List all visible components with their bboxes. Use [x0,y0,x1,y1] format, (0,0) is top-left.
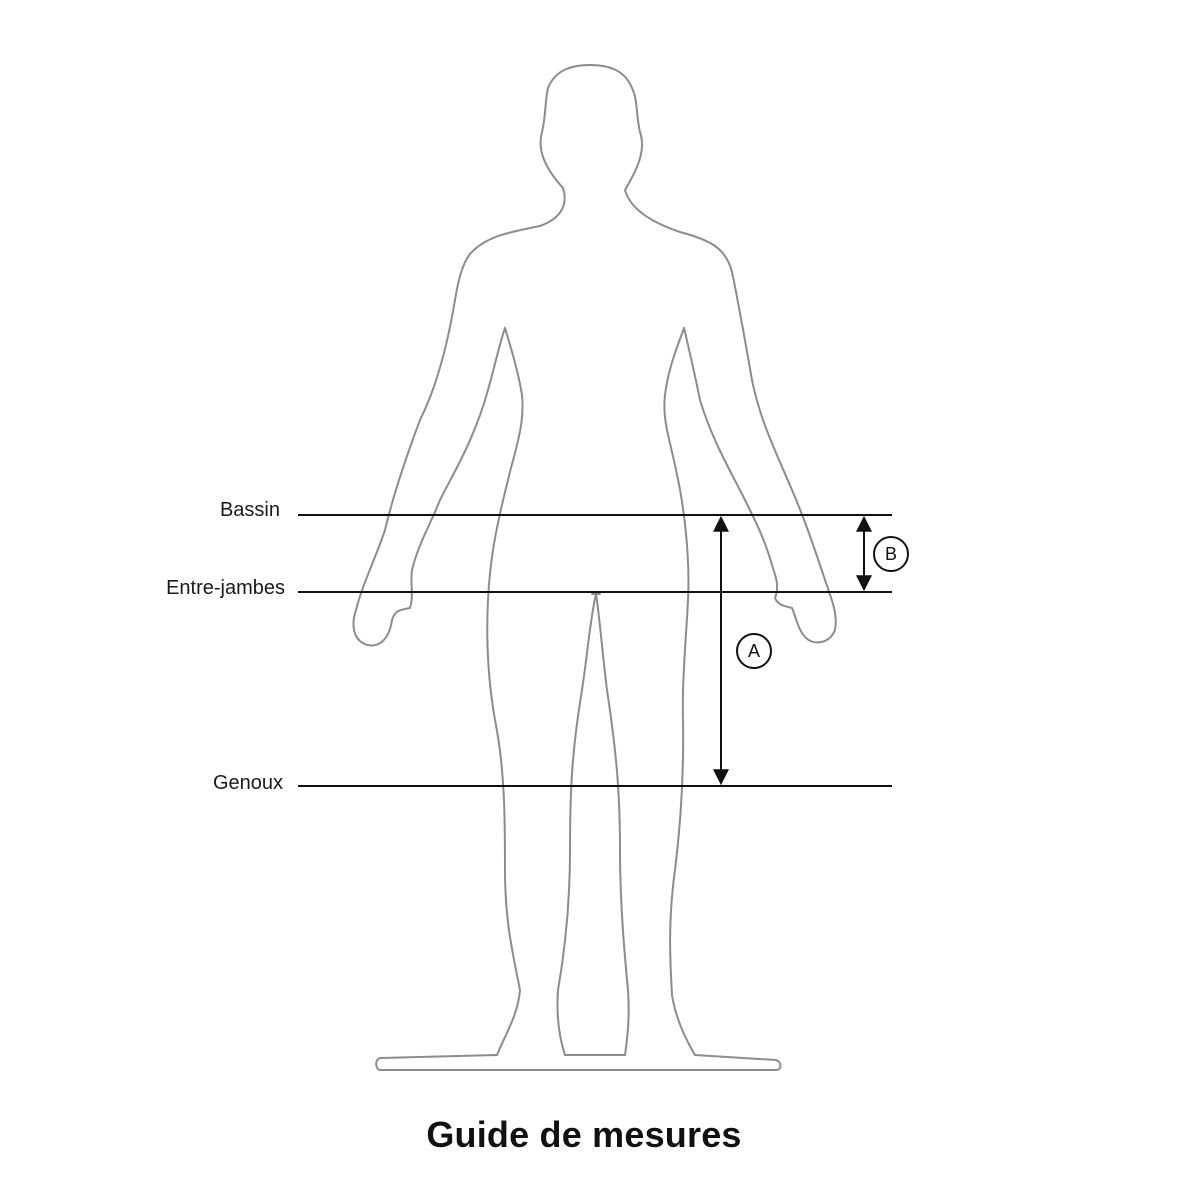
page-title: Guide de mesures [426,1114,742,1155]
neck-left-outline [454,187,566,301]
entre-jambes-label: Entre-jambes [166,577,285,599]
right-inner-leg-outline [595,593,630,1056]
measure-b-marker: B [873,536,909,572]
head-outline [539,64,733,273]
measure-a-marker: A [736,633,772,669]
torso-left-outline [486,327,524,1056]
genoux-label: Genoux [212,772,283,794]
left-inner-leg-outline [556,593,597,1056]
right-arm-outline [683,271,837,644]
bassin-label: Bassin [219,499,280,521]
left-arm-outline [352,299,506,647]
torso-right-outline [663,327,696,1056]
silhouette [352,64,837,1071]
base-outline [375,1054,782,1071]
